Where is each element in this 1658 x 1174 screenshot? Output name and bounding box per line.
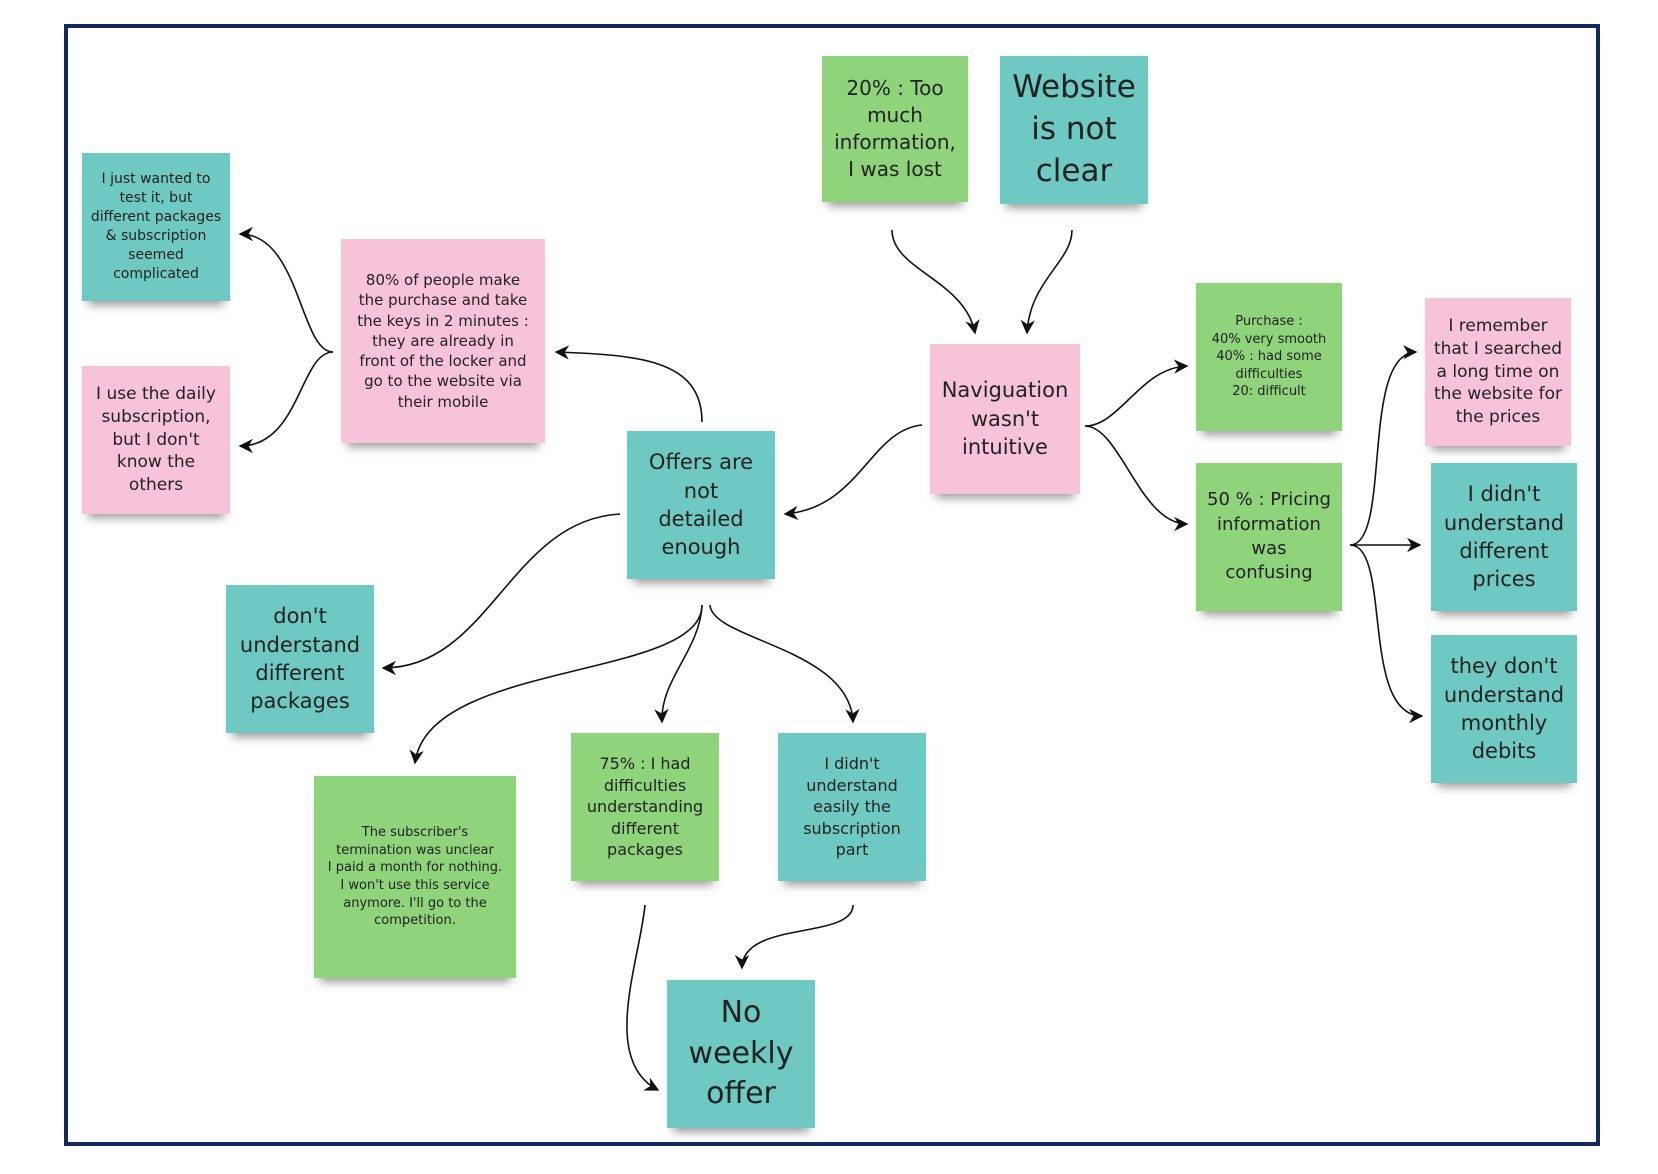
edge-offers-to-75 <box>654 604 703 724</box>
sticky-difficulties-packages[interactable]: 75% : I had difficulties understanding d… <box>571 733 719 881</box>
edge-pricing-to-monthly <box>1349 544 1424 724</box>
sticky-monthly-debits[interactable]: they don't understand monthly debits <box>1431 635 1577 783</box>
edge-purchase80-to-test <box>238 226 334 353</box>
sticky-purchase-smooth[interactable]: Purchase : 40% very smooth 40% : had som… <box>1196 283 1342 431</box>
sticky-pricing-confusing[interactable]: 50 % : Pricing information was confusing <box>1196 463 1342 611</box>
sticky-navigation-not-intuitive[interactable]: Naviguation wasn't intuitive <box>930 344 1080 494</box>
edge-too-much-to-nav <box>891 229 980 335</box>
edge-website-to-nav <box>1020 229 1073 335</box>
sticky-didnt-understand-prices[interactable]: I didn't understand different prices <box>1431 463 1577 611</box>
edge-offers-to-subscription <box>709 604 860 724</box>
sticky-dont-understand-packages[interactable]: don't understand different packages <box>226 585 374 733</box>
edge-75-to-weekly <box>626 904 660 1091</box>
edge-nav-to-offers <box>783 424 923 521</box>
sticky-termination-unclear[interactable]: The subscriber's termination was unclear… <box>314 776 516 978</box>
edge-purchase80-to-daily <box>238 351 334 454</box>
sticky-website-not-clear[interactable]: Website is not clear <box>1000 56 1148 204</box>
sticky-purchase-in-2-minutes[interactable]: 80% of people make the purchase and take… <box>341 239 545 443</box>
sticky-subscription-part[interactable]: I didn't understand easily the subscript… <box>778 733 926 881</box>
edge-offers-to-purchase80 <box>554 345 703 423</box>
sticky-offers-not-detailed[interactable]: Offers are not detailed enough <box>627 431 775 579</box>
edge-offers-to-termination <box>409 604 703 765</box>
edge-subscription-to-weekly <box>734 904 854 970</box>
sticky-no-weekly-offer[interactable]: No weekly offer <box>667 980 815 1128</box>
sticky-daily-subscription[interactable]: I use the daily subscription, but I don'… <box>82 366 230 514</box>
sticky-searched-long-time[interactable]: I remember that I searched a long time o… <box>1425 298 1571 446</box>
sticky-too-much-information[interactable]: 20% : Too much information, I was lost <box>822 56 968 202</box>
edge-nav-to-pricing <box>1084 425 1189 532</box>
edge-nav-to-purchase <box>1084 359 1189 427</box>
edge-pricing-to-searched <box>1349 345 1418 546</box>
sticky-just-wanted-to-test[interactable]: I just wanted to test it, but different … <box>82 153 230 301</box>
edge-offers-to-packages <box>381 513 621 676</box>
